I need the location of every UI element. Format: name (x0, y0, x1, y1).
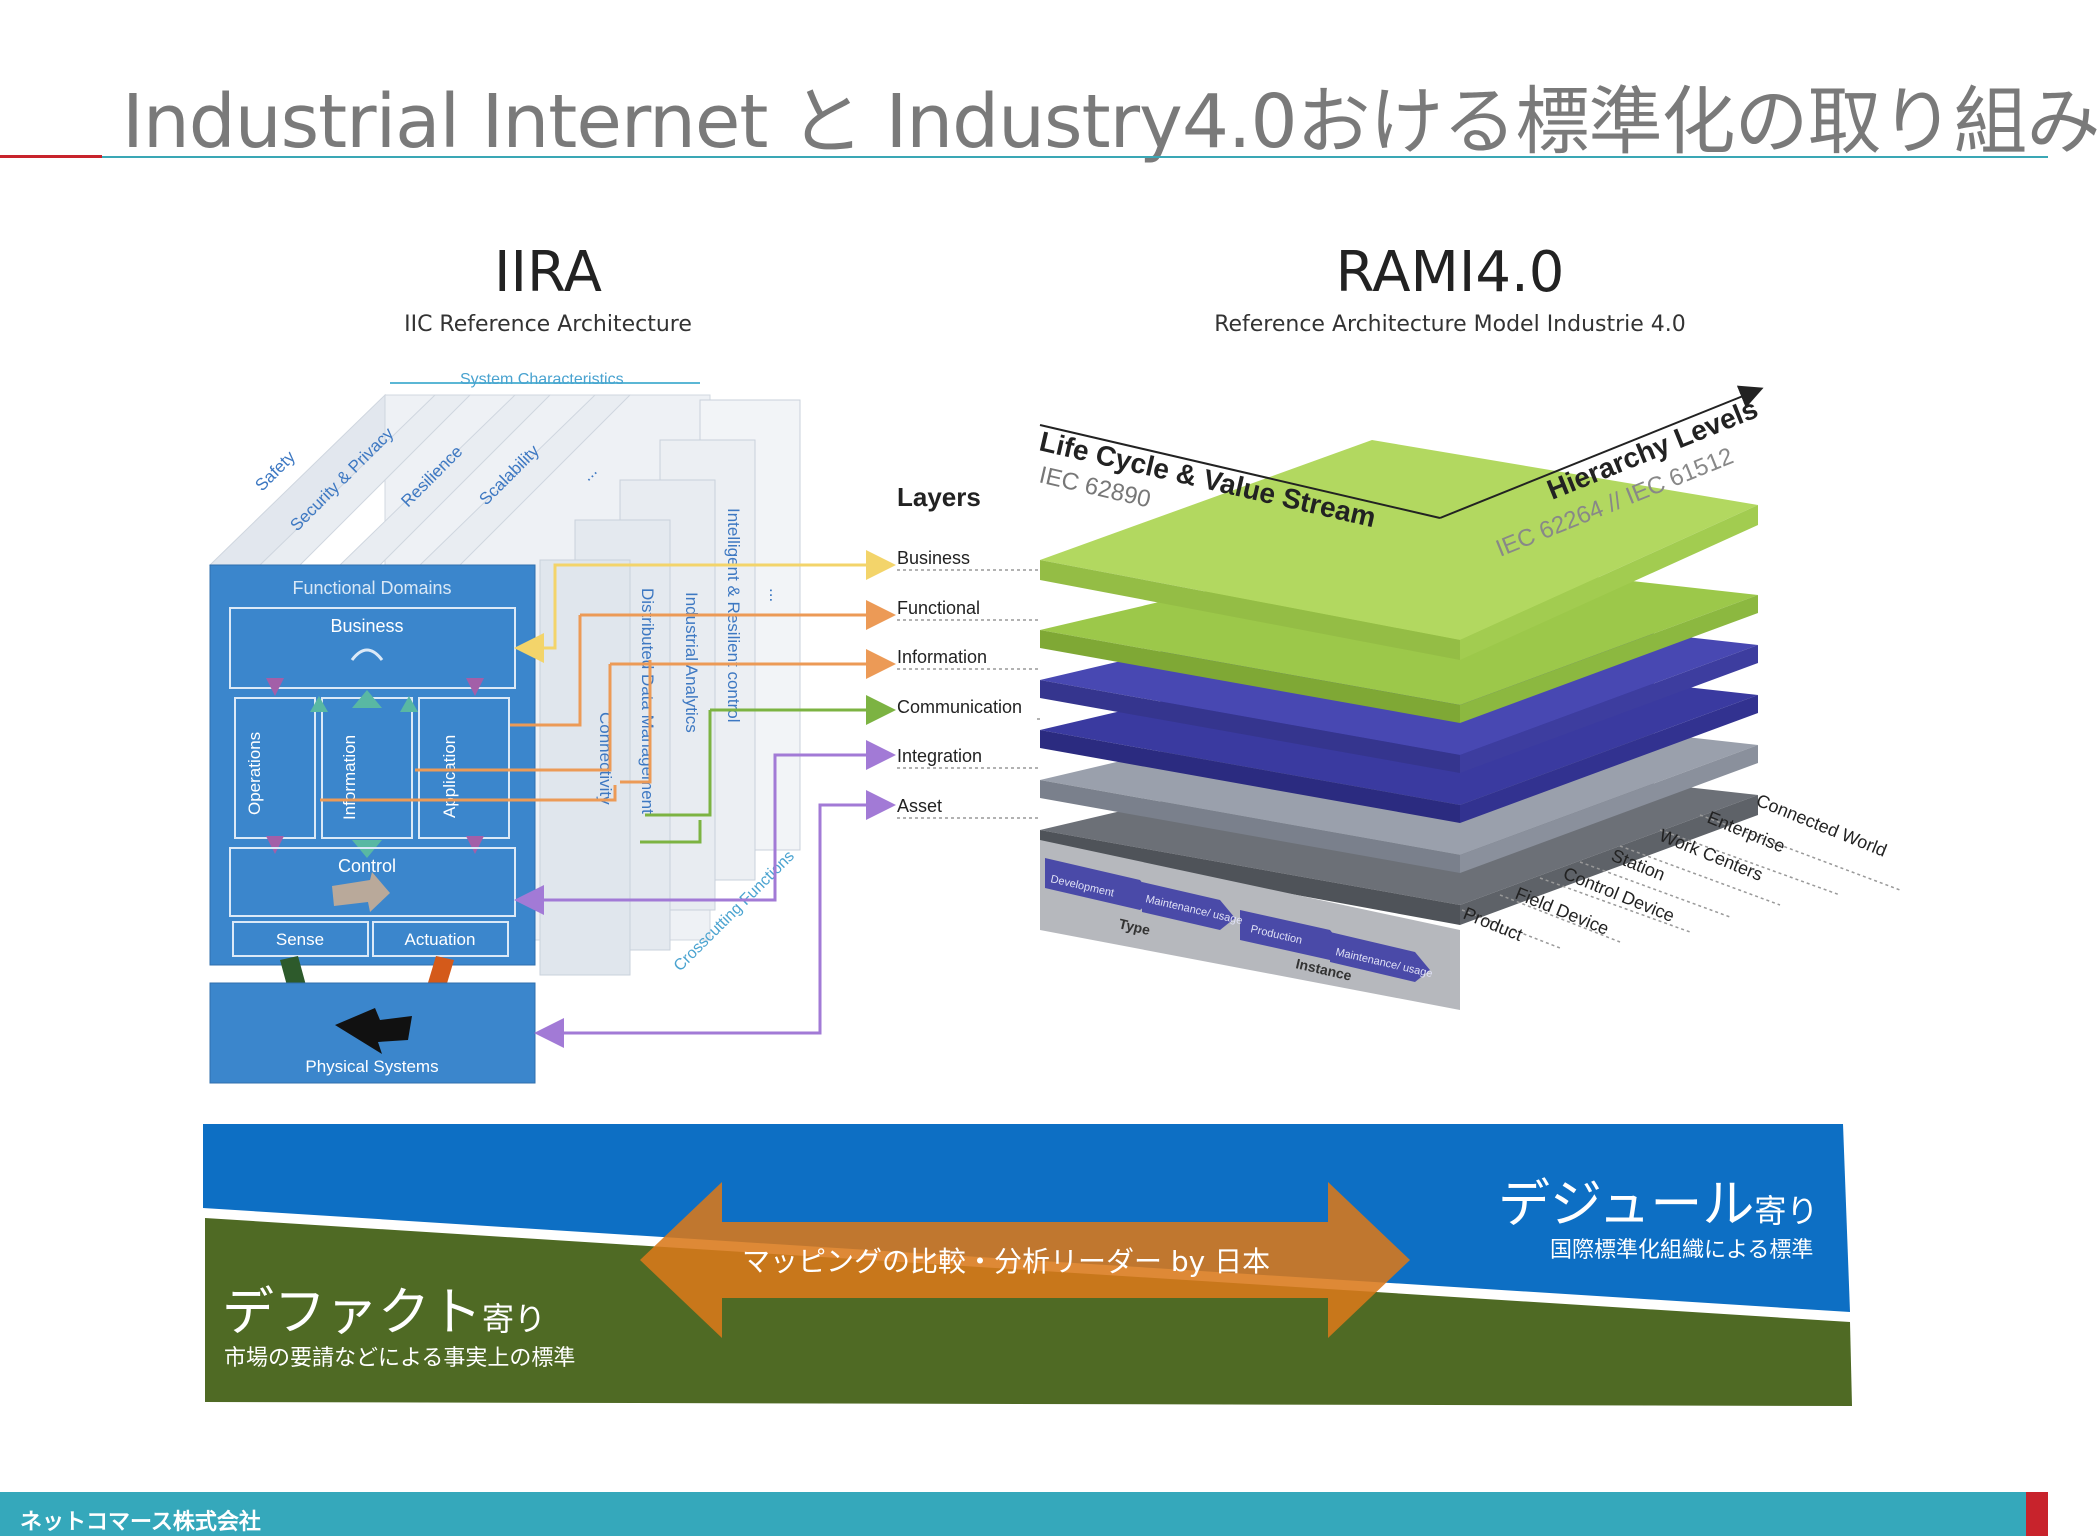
mapping-arrow-label: マッピングの比較・分析リーダー by 日本 (742, 1245, 1271, 1278)
layer-communication: Communication (897, 697, 1022, 717)
dejure-main: デジュール (1498, 1175, 1755, 1235)
physical-systems-label: Physical Systems (305, 1057, 438, 1076)
crosscutting-ddm: Distributed Data Management (638, 588, 657, 814)
application-domain (418, 697, 510, 839)
application-label: Application (440, 735, 459, 818)
defacto-heading: デファクト寄り (222, 1270, 546, 1345)
footer-company: ネットコマース株式会社 (20, 1510, 261, 1535)
layer-business: Business (897, 548, 970, 568)
crosscutting-analytics: Industrial Analytics (682, 592, 701, 733)
layers-title: Layers (897, 482, 981, 512)
dejure-band (203, 1124, 1850, 1312)
rami-title: RAMI4.0 (1335, 240, 1565, 305)
rami-subtitle: Reference Architecture Model Industrie 4… (1214, 312, 1686, 337)
mapping-double-arrow (640, 1182, 1410, 1338)
layer-information: Information (897, 647, 987, 667)
footer-bar (0, 1492, 2048, 1536)
domain-arrows (266, 678, 484, 854)
dejure-subtitle: 国際標準化組織による標準 (1550, 1238, 1814, 1263)
sense-label: Sense (276, 930, 324, 949)
sense-box (232, 921, 369, 957)
title-rule (102, 156, 2048, 158)
actuation-box (372, 921, 509, 957)
footer-accent (2026, 1492, 2048, 1536)
layer-mapping-arrows (320, 550, 896, 1048)
control-label: Control (338, 856, 396, 876)
iira-title: IIRA (494, 240, 602, 305)
functional-domains-label: Functional Domains (292, 578, 451, 598)
defacto-suffix: 寄り (482, 1300, 547, 1338)
business-label: Business (330, 616, 403, 636)
standards-band (203, 1124, 1852, 1406)
iira-diagram: System Characteristics Safety Security &… (208, 371, 896, 1084)
defacto-subtitle: 市場の要請などによる事実上の標準 (224, 1346, 576, 1371)
crosscutting-more: ... (766, 588, 785, 602)
control-domain (229, 847, 516, 917)
operations-label: Operations (245, 732, 264, 815)
defacto-band (205, 1218, 1852, 1406)
system-characteristics-label: System Characteristics (460, 371, 624, 388)
layer-leader-lines (897, 569, 1040, 819)
actuation-label: Actuation (405, 930, 476, 949)
dejure-heading: デジュール寄り (1498, 1162, 1818, 1237)
page-title: Industrial Internet と Industry4.0おける標準化の… (122, 79, 2100, 165)
lifecycle-type: Type (1117, 915, 1152, 938)
layer-functional: Functional (897, 598, 980, 618)
layer-integration: Integration (897, 746, 982, 766)
dejure-suffix: 寄り (1754, 1192, 1819, 1230)
rami-diagram: Layers Business Functional Information C… (897, 385, 1901, 1010)
hierarchy-leader-lines (1461, 814, 1901, 949)
defacto-main: デファクト (222, 1283, 483, 1343)
rami-cube-layers (1040, 440, 1758, 925)
layer-asset: Asset (897, 796, 942, 816)
lifecycle-panel (1040, 840, 1460, 1010)
iira-subtitle: IIC Reference Architecture (404, 312, 692, 337)
title-rule-accent (0, 155, 102, 158)
